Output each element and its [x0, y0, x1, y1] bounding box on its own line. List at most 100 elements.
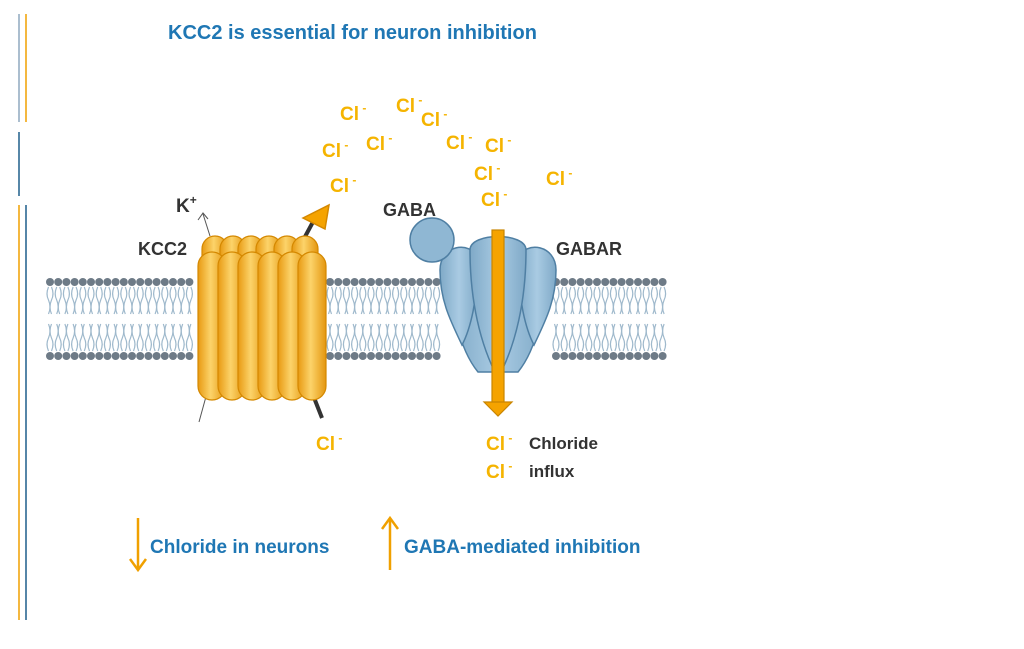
lipid-head	[367, 352, 375, 360]
lipid-tail	[169, 286, 174, 315]
lipid-head	[111, 352, 120, 360]
lipid-tail	[57, 323, 62, 352]
lipid-tail	[337, 323, 342, 352]
chloride-influx-arrow	[482, 229, 514, 417]
lipid-tail	[653, 286, 658, 315]
lipid-head	[432, 278, 441, 286]
lipid-tail	[395, 323, 400, 352]
lipid-head	[160, 278, 169, 286]
lipid-tail	[552, 323, 557, 352]
lipid-tail	[82, 323, 87, 352]
lipid-head	[658, 352, 667, 360]
lipid-head	[128, 278, 136, 286]
chloride-ion-symbol: Cl	[340, 104, 359, 125]
lipid-tail	[427, 286, 432, 315]
lipid-tail	[139, 286, 144, 315]
lipid-tail	[98, 323, 103, 352]
lipid-tail	[131, 286, 136, 315]
down-arrow-icon	[128, 518, 148, 573]
lipid-tail	[634, 286, 639, 315]
lipid-tail	[351, 323, 356, 352]
lipid-tail	[103, 286, 108, 315]
lipid-tail	[342, 323, 347, 352]
lipid-tail	[383, 323, 388, 352]
lipid-tail	[629, 286, 634, 315]
lipid-head	[46, 352, 54, 360]
lipid-tail	[326, 323, 331, 352]
lipid-tail	[419, 323, 424, 352]
lipid-tail	[180, 286, 185, 315]
lipid-tail	[90, 286, 95, 315]
chloride-ion-charge: -	[493, 161, 500, 175]
lipid-tail	[560, 286, 565, 315]
lipid-head	[62, 352, 71, 360]
lipid-tail	[612, 286, 617, 315]
lipid-tail	[416, 286, 421, 315]
lipid-head	[625, 352, 634, 360]
lipid-head	[552, 352, 560, 360]
kcc2-transporter	[197, 203, 330, 423]
lipid-tail	[621, 323, 626, 352]
lipid-tail	[95, 323, 100, 352]
lipid-tail	[177, 323, 182, 352]
lipid-head	[576, 278, 585, 286]
lipid-tail	[568, 323, 573, 352]
up-arrow-icon	[380, 515, 400, 570]
lipid-tail	[164, 286, 169, 315]
potassium-label: K	[176, 196, 190, 217]
lipid-tail	[392, 286, 397, 315]
lipid-head	[424, 278, 433, 286]
lipid-tail	[115, 286, 120, 315]
lipid-tail	[645, 286, 650, 315]
chloride-ion-symbol: Cl	[474, 164, 493, 185]
lipid-tail	[120, 286, 125, 315]
lipid-tail	[408, 323, 413, 352]
lipid-tail	[128, 323, 133, 352]
lipid-tail	[334, 286, 339, 315]
lipid-tail	[359, 323, 364, 352]
chloride-ion: Cl -	[316, 431, 342, 455]
lipid-tail	[609, 323, 614, 352]
lipid-head	[391, 278, 400, 286]
lipid-tail	[378, 286, 383, 315]
lipid-tail	[577, 323, 582, 352]
lipid-tail	[650, 286, 655, 315]
lipid-head	[408, 278, 416, 286]
lipid-head	[568, 352, 577, 360]
lipid-head	[119, 352, 128, 360]
lipid-tail	[621, 286, 626, 315]
chloride-influx-label-line1: Chloride	[529, 434, 598, 453]
lipid-tail	[593, 286, 598, 315]
lipid-tail	[123, 323, 128, 352]
lipid-tail	[156, 323, 161, 352]
lipid-tail	[659, 286, 664, 315]
lipid-tail	[601, 286, 606, 315]
chloride-ion-charge: -	[465, 130, 472, 144]
chloride-ion: Cl -	[340, 101, 366, 125]
lipid-tail	[378, 323, 383, 352]
lipid-tail	[560, 323, 565, 352]
lipid-head	[560, 352, 569, 360]
chloride-ion-charge: -	[505, 459, 512, 473]
gabar-label: GABAR	[556, 239, 622, 259]
gaba-receptor	[409, 217, 557, 380]
lipid-tail	[375, 323, 380, 352]
lipid-tail	[395, 286, 400, 315]
lipid-tail	[90, 323, 95, 352]
lipid-head	[177, 352, 186, 360]
chloride-ion-charge: -	[385, 131, 392, 145]
left-border-lines	[18, 14, 27, 620]
lipid-head	[560, 278, 569, 286]
lipid-tail	[172, 286, 177, 315]
lipid-tail	[436, 286, 441, 315]
lipid-tail	[555, 286, 560, 315]
lipid-head	[609, 278, 618, 286]
svg-text:K+: K+	[176, 193, 197, 217]
lipid-tail	[588, 323, 593, 352]
lipid-head	[95, 278, 104, 286]
lipid-tail	[345, 323, 350, 352]
lipid-tail	[427, 323, 432, 352]
chloride-ion-symbol: Cl	[366, 134, 385, 155]
lipid-tail	[580, 323, 585, 352]
lipid-tail	[337, 286, 342, 315]
